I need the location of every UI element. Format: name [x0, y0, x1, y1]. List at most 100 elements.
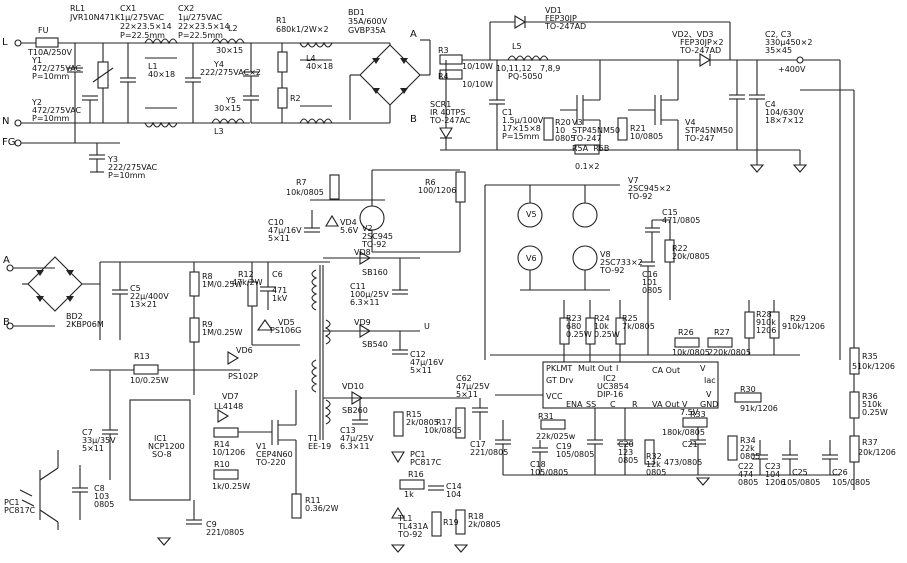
label-c12-v2: 5×11 [410, 366, 432, 375]
label-l5: L5 [512, 42, 522, 51]
resistor-r14 [213, 427, 239, 438]
label-c1-v2: 17×15×8 [502, 124, 541, 133]
label-c22: C22 [738, 462, 754, 471]
transformer-t1 [311, 265, 331, 440]
cap-c11 [392, 258, 408, 295]
resistor-r27 [707, 337, 733, 348]
inductor-l2 [211, 38, 245, 45]
label-ic2-pin-vaout: VA Out [652, 400, 680, 409]
cap-c8 [72, 465, 88, 520]
resistor-r10 [213, 469, 239, 480]
label-v8-v2: TO-92 [600, 266, 625, 275]
label-r23: R23 [566, 314, 582, 323]
label-a-top: A [410, 29, 417, 40]
label-b-left: B [3, 317, 10, 328]
label-t1-value: EE-19 [308, 442, 332, 451]
label-r6: R6 [425, 178, 436, 187]
label-ic2-pin-vsense: V [682, 400, 688, 409]
mosfet-v1 [238, 390, 297, 494]
label-c5: C5 [130, 284, 141, 293]
label-ic2-pin-vref: V [700, 364, 706, 373]
resistor-r5 [574, 144, 600, 155]
label-l4: L4 [306, 54, 316, 63]
label-c6-v1: 471 [272, 286, 288, 295]
cap-cx2 [185, 43, 201, 123]
cap-c14 [428, 485, 444, 491]
label-c8: C8 [94, 484, 105, 493]
label-c16-v1: 101 [642, 278, 658, 287]
label-r33-value: 180k/0805 [662, 428, 705, 437]
label-c14-value: 104 [446, 490, 462, 499]
label-400v: +400V [778, 65, 806, 74]
label-vd6: VD6 [236, 346, 253, 355]
label-r24-v2: 0.25W [594, 330, 620, 339]
label-c11-v1: 100μ/25V [350, 290, 389, 299]
label-c62-v1: 47μ/25V [456, 382, 490, 391]
label-c18-value: 105/0805 [530, 468, 569, 477]
label-rl1: RL1 [70, 4, 86, 13]
label-l2: L2 [228, 24, 238, 33]
driver-block [484, 184, 620, 360]
input-rails [14, 39, 365, 147]
cap-c1 [489, 60, 505, 150]
label-vd1-value: FEP30JP [545, 14, 577, 23]
label-b-top: B [410, 114, 417, 125]
label-v4-v2: TO-247 [685, 134, 715, 143]
resistor-r34 [727, 435, 738, 461]
label-c10-v1: 47μ/16V [268, 226, 302, 235]
label-v3: V3 [572, 118, 583, 127]
label-bd1: BD1 [348, 8, 365, 17]
label-r18-value: 2k/0805 [468, 520, 501, 529]
label-c18: C18 [530, 460, 546, 469]
label-vd7-value: LL4148 [214, 402, 244, 411]
label-ucc1: U [424, 322, 430, 331]
label-r23-v1: 680 [566, 322, 582, 331]
label-r34: R34 [740, 436, 756, 445]
label-r22: R22 [672, 244, 688, 253]
label-r36: R36 [862, 392, 878, 401]
label-c2-c3: C2, C3 [765, 30, 792, 39]
label-c20-v2: 0805 [618, 456, 639, 465]
resistor-r9 [189, 317, 200, 343]
label-vd4-value: 5.6V [340, 226, 359, 235]
label-c10-v2: 5×11 [268, 234, 290, 243]
cap-c7 [102, 370, 118, 480]
label-r8: R8 [202, 272, 213, 281]
label-v1-v2: TO-220 [256, 458, 286, 467]
label-ic2-pin-pklmt: PKLMT [546, 364, 573, 373]
label-c6: C6 [272, 270, 283, 279]
label-r1-value: 680k [276, 25, 296, 34]
label-c2-v1: 330μ450×2 [765, 38, 813, 47]
label-r37: R37 [862, 438, 878, 447]
label-r28-v2: 1206 [756, 326, 777, 335]
choke-l1 [144, 38, 178, 128]
cap-y3 [89, 143, 105, 173]
label-c23-v1: 104 [765, 470, 781, 479]
label-cx1-v3: P=22.5mm [120, 31, 165, 40]
label-r5-value: 0.1×2 [575, 162, 600, 171]
label-vd1-value2: TO-247AD [545, 22, 587, 31]
label-bd1-v1: 35A/600V [348, 17, 388, 26]
label-r25-value: 7k/0805 [622, 322, 655, 331]
label-cx1: CX1 [120, 4, 137, 13]
label-ic1-v2: SO-8 [152, 450, 172, 459]
label-r16-value: 1k [404, 490, 414, 499]
label-c5-v1: 22μ/400V [130, 292, 169, 301]
label-ic2-pin-ct: C [610, 400, 616, 409]
label-r20: R20 [555, 118, 571, 127]
label-tl1: TL1 [398, 514, 413, 523]
label-vd4: VD4 [340, 218, 357, 227]
label-c5-v2: 13×21 [130, 300, 158, 309]
label-v2-v1: 2SC945 [362, 232, 394, 241]
label-c16-v2: 0805 [642, 286, 663, 295]
label-c12-v1: 47μ/16V [410, 358, 444, 367]
label-r3-value: 10/10W [462, 62, 493, 71]
label-pc1-right-value: PC817C [410, 458, 442, 467]
label-l1-value: 40×18 [148, 70, 176, 79]
label-v8: V8 [600, 250, 611, 259]
label-l3: L3 [214, 127, 224, 136]
label-v3-v2: TO-247 [572, 134, 602, 143]
resistor-r13 [133, 364, 159, 375]
label-vd7: VD7 [222, 392, 239, 401]
